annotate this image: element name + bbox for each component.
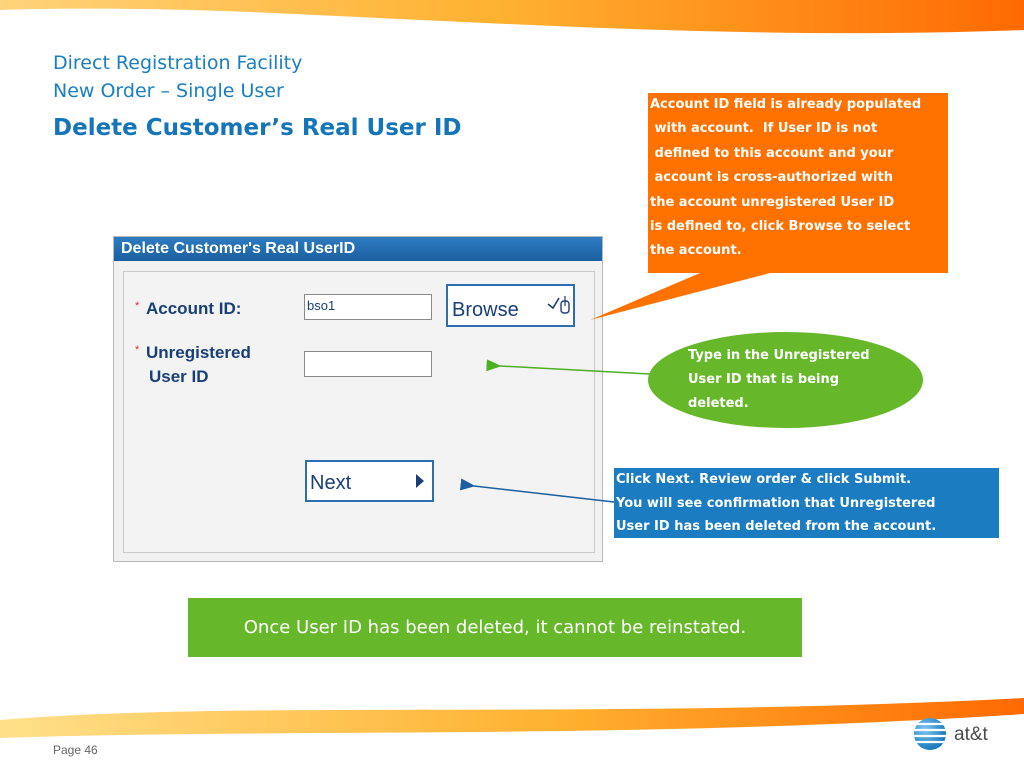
form-header: Delete Customer's Real UserID: [114, 237, 602, 261]
bottom-swoosh-decoration: [0, 698, 1024, 738]
next-label: Next: [310, 472, 352, 494]
callout-line: User ID has been deleted from the accoun…: [616, 519, 937, 534]
callout-line: Type in the Unregistered: [688, 348, 870, 363]
subtitle-line-2: New Order – Single User: [53, 80, 284, 102]
unregistered-label-line1: Unregistered: [146, 343, 251, 362]
required-marker: *: [135, 344, 140, 356]
att-logo-text: at&t: [954, 724, 988, 745]
callout-line: You will see confirmation that Unregiste…: [616, 495, 936, 511]
unregistered-label-line2: User ID: [149, 367, 209, 386]
delete-user-form-panel: Delete Customer's Real UserID * Account …: [113, 236, 603, 562]
att-globe-icon: [914, 718, 946, 750]
callout-line: deleted.: [688, 396, 749, 411]
callout-line: Click Next. Review order & click Submit.: [616, 472, 912, 487]
page-number: Page 46: [53, 743, 98, 757]
next-arrow-icon: [416, 474, 424, 488]
unregistered-user-id-input[interactable]: [304, 351, 432, 377]
account-id-label: Account ID:: [146, 299, 242, 318]
subtitle-line-1: Direct Registration Facility: [53, 52, 303, 74]
page-title: Delete Customer’s Real User ID: [53, 115, 462, 141]
browse-label: Browse: [452, 299, 519, 321]
callout-line: User ID that is being: [688, 372, 840, 387]
next-button[interactable]: Next: [305, 460, 434, 502]
warning-banner: Once User ID has been deleted, it cannot…: [188, 598, 802, 657]
type-in-callout: Type in the Unregistered User ID that is…: [648, 332, 923, 428]
att-logo: at&t: [912, 716, 996, 752]
browse-cursor-icon: [547, 296, 570, 314]
account-info-callout: Account ID field is already populated wi…: [648, 93, 948, 273]
orange-callout-pointer: [590, 273, 770, 320]
click-next-callout: Click Next. Review order & click Submit.…: [614, 468, 999, 538]
required-marker: *: [135, 300, 140, 312]
browse-button[interactable]: Browse: [446, 284, 575, 327]
top-swoosh-decoration: [0, 0, 1024, 34]
account-id-input[interactable]: bso1: [304, 294, 432, 320]
